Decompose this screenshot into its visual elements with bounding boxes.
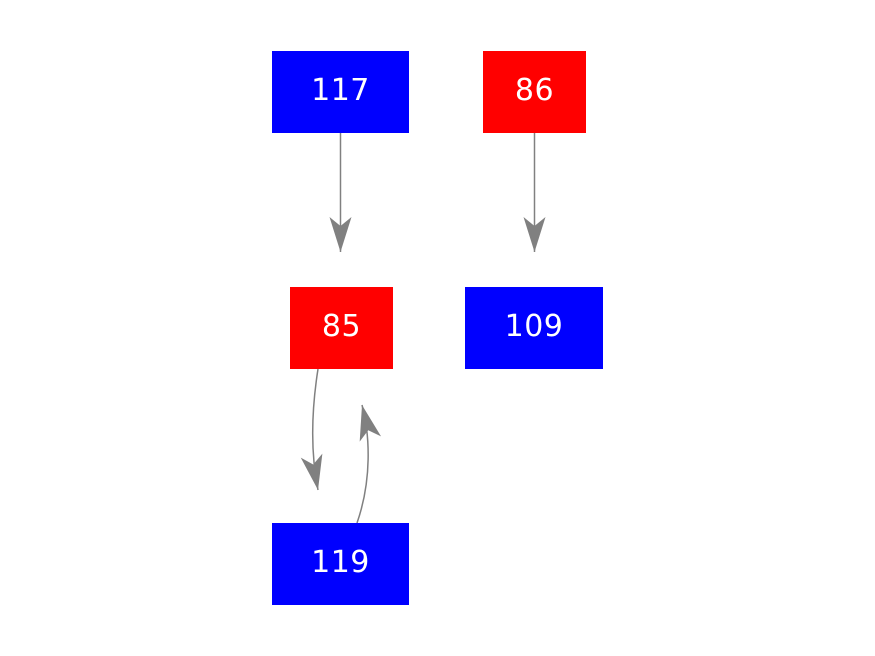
edge-arrowhead-icon xyxy=(329,217,352,252)
node-label: 85 xyxy=(321,309,362,344)
graph-edge xyxy=(356,404,369,524)
graph-node-109[interactable]: 109 xyxy=(465,287,603,369)
node-label: 86 xyxy=(514,73,555,108)
graph-node-119[interactable]: 119 xyxy=(272,523,409,605)
edge-arrowhead-icon xyxy=(300,453,323,490)
edge-arrowhead-icon xyxy=(359,405,382,442)
edge-arrowhead-icon xyxy=(523,217,546,252)
graph-node-85[interactable]: 85 xyxy=(290,287,393,369)
graph-edge xyxy=(312,368,319,491)
graph-node-117[interactable]: 117 xyxy=(272,51,409,133)
node-label: 109 xyxy=(504,309,564,344)
graph-node-86[interactable]: 86 xyxy=(483,51,586,133)
node-label: 119 xyxy=(311,545,370,580)
node-label: 117 xyxy=(311,73,370,108)
